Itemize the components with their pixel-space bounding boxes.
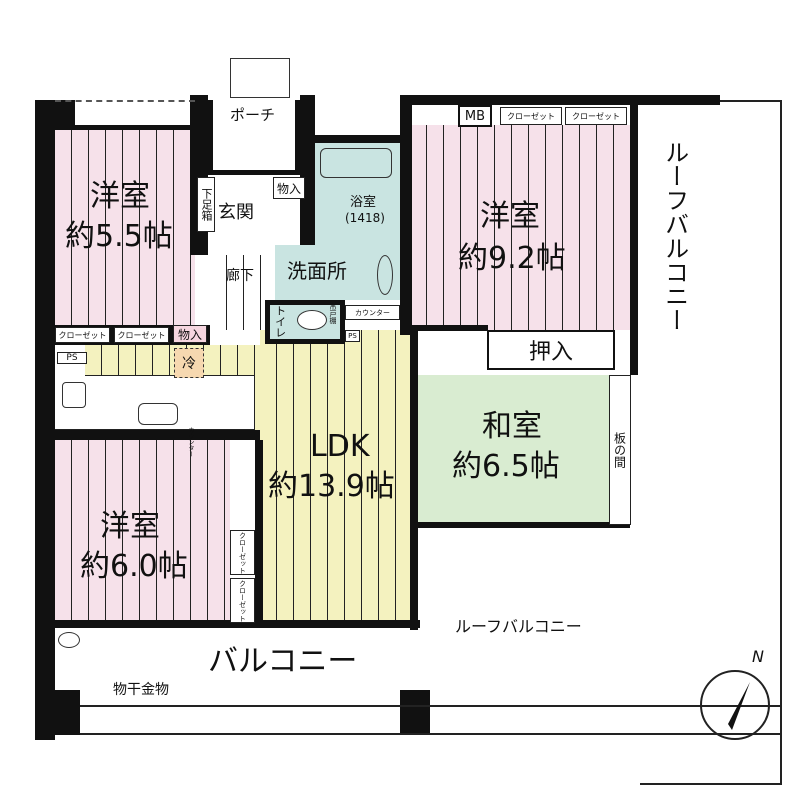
closet-6: クローゼット <box>230 578 255 623</box>
entrance-storage: 物入 <box>273 177 305 199</box>
porch <box>208 100 300 175</box>
shoe-box-label: 下足箱 <box>197 177 215 232</box>
kitchen-counter-label: カウンター <box>187 427 194 457</box>
ldk-room <box>260 330 415 625</box>
outdoor-unit-icon <box>58 632 80 648</box>
hallway <box>210 255 265 330</box>
japanese-room-name: 和室 <box>482 409 542 444</box>
western-room-2-name: 洋室 <box>480 199 540 234</box>
closet-4: クローゼット <box>565 107 627 125</box>
drying-hardware-label: 物干金物 <box>113 682 169 698</box>
entrance-label: 玄関 <box>218 202 254 223</box>
balcony-label: バルコニー <box>208 644 358 679</box>
compass <box>700 670 770 740</box>
closet-5: クローゼット <box>230 530 255 575</box>
bath-label: 浴室 <box>350 195 377 210</box>
toilet-icon <box>297 310 327 330</box>
western-room-2 <box>410 125 630 330</box>
western-room-1-name: 洋室 <box>90 179 150 214</box>
closet-2: クローゼット <box>114 327 169 343</box>
ldk-size: 約13.9帖 <box>268 469 395 504</box>
washbasin <box>377 255 393 295</box>
entrance-door[interactable] <box>230 58 290 98</box>
sink-icon <box>138 403 178 425</box>
ldk-storage: 物入 <box>173 325 207 343</box>
ps-label-2: PS <box>345 330 360 342</box>
roof-balcony-bottom-label: ルーフバルコニー <box>455 617 582 636</box>
compass-needle-icon <box>728 682 750 730</box>
bathroom <box>313 140 401 245</box>
western-room-3 <box>55 440 230 625</box>
japanese-room-size: 約6.5帖 <box>452 449 560 484</box>
compass-north-label: N <box>752 647 764 666</box>
hallway-label: 廊下 <box>226 268 254 284</box>
oshiire-label: 押入 <box>487 330 615 370</box>
bathtub <box>320 148 392 178</box>
porch-label: ポーチ <box>230 106 276 124</box>
fridge-space: 冷 <box>174 348 204 378</box>
stove-icon <box>62 382 86 408</box>
western-room-3-size: 約6.0帖 <box>80 549 188 584</box>
toilet-shelf-label: 吊戸棚 <box>329 303 338 324</box>
ps-label-1: PS <box>57 352 87 364</box>
closet-1: クローゼット <box>55 327 110 343</box>
closet-3: クローゼット <box>500 107 562 125</box>
toilet-label: トイレ <box>273 305 287 338</box>
western-room-1-size: 約5.5帖 <box>65 219 173 254</box>
western-room-1 <box>55 125 195 325</box>
bath-size: (1418) <box>345 211 385 225</box>
ldk-name: LDK <box>310 429 370 464</box>
counter-label: カウンター <box>345 305 400 320</box>
japanese-room <box>415 375 610 525</box>
western-room-2-size: 約9.2帖 <box>458 241 566 276</box>
mb-label: MB <box>458 105 492 127</box>
washroom-label: 洗面所 <box>287 259 347 283</box>
itanoma-label: 板の間 <box>609 375 631 525</box>
roof-balcony-right-label: ルーフバルコニー <box>660 140 689 332</box>
western-room-3-name: 洋室 <box>100 509 160 544</box>
